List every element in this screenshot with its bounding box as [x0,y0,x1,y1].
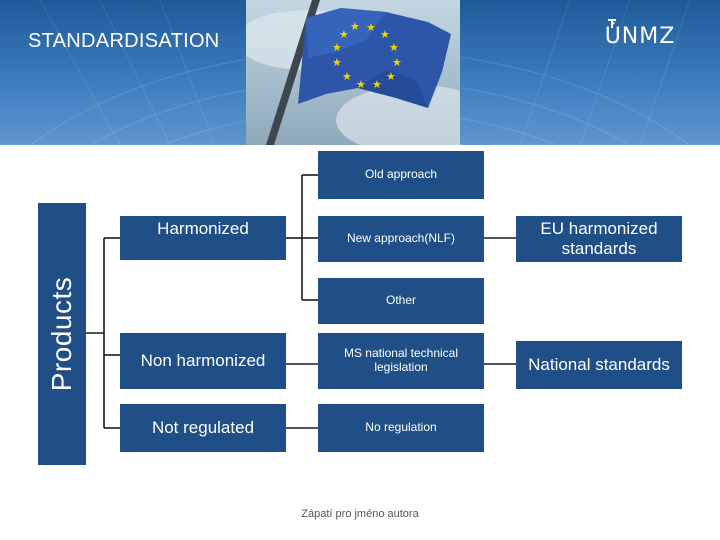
category-non-harmonized: Non harmonized [120,333,286,389]
approach-other: Other [318,278,484,324]
svg-text:★: ★ [392,56,402,69]
standards-eu-harmonized: EU harmonized standards [516,216,682,262]
slide-title: STANDARDISATION [28,30,220,52]
logo-text: ÚNMZ [604,24,676,49]
unmz-logo: ÚNMZ [594,18,686,54]
header-banner: STANDARDISATION ★ ★ ★ ★ ★ ★ ★ ★ ★ ★ ★ ★ [0,0,720,145]
svg-text:★: ★ [366,21,376,34]
category-harmonized: Harmonized [120,216,286,260]
category-not-regulated: Not regulated [120,404,286,452]
svg-text:★: ★ [332,41,342,54]
approach-ms-national: MS national technical legislation [318,333,484,389]
standards-national: National standards [516,341,682,389]
eu-flag-photo: ★ ★ ★ ★ ★ ★ ★ ★ ★ ★ ★ ★ [246,0,460,145]
approach-no-regulation: No regulation [318,404,484,452]
products-bar [38,203,86,465]
svg-text:★: ★ [356,78,366,91]
svg-text:★: ★ [389,41,399,54]
eu-flag-icon: ★ ★ ★ ★ ★ ★ ★ ★ ★ ★ ★ ★ [246,0,460,145]
footer-author: Zápatí pro jméno autora [301,508,419,520]
approach-old: Old approach [318,151,484,199]
logo-accent-icon [608,19,616,28]
svg-text:★: ★ [342,70,352,83]
svg-text:★: ★ [332,56,342,69]
svg-text:★: ★ [380,28,390,41]
svg-text:★: ★ [386,70,396,83]
svg-text:★: ★ [339,28,349,41]
svg-text:★: ★ [372,78,382,91]
approach-new: New approach(NLF) [318,216,484,262]
svg-text:★: ★ [350,20,360,33]
